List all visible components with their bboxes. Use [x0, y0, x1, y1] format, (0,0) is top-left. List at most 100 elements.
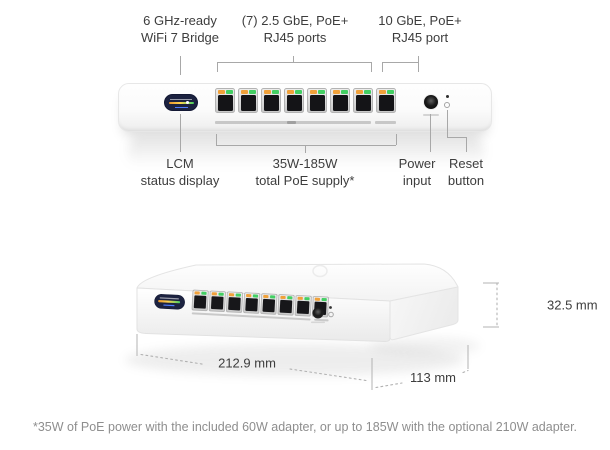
port-opening — [193, 295, 207, 309]
rj45-port — [215, 88, 235, 113]
lcm-gradient-bar — [169, 101, 194, 104]
port-led-right — [321, 297, 327, 302]
reset-button-hole — [328, 311, 334, 318]
label-poe-supply: 35W-185W total PoE supply* — [225, 155, 385, 189]
ubiquiti-logo-icon — [312, 264, 328, 278]
bracket-tick — [217, 62, 218, 72]
lcm-marker — [186, 101, 189, 104]
rj45-port — [284, 88, 304, 113]
label-reset-button: Reset button — [436, 155, 496, 189]
lcm-status-display-3d — [154, 294, 185, 310]
port-led-right — [363, 90, 371, 94]
leader-line — [418, 56, 419, 72]
leader-line — [447, 110, 448, 137]
rj45-port — [330, 88, 350, 113]
port-opening — [263, 94, 279, 111]
port-led-right — [340, 90, 348, 94]
lcm-text-row — [159, 297, 179, 300]
power-jack — [424, 95, 438, 109]
port-led-left — [246, 294, 252, 298]
port-led-right — [248, 90, 256, 94]
port-led-right — [225, 90, 233, 94]
port-led-left — [263, 294, 269, 299]
leader-line — [447, 137, 466, 138]
label-line: Power — [398, 156, 436, 171]
rj45-port — [376, 88, 396, 113]
port-led-right — [287, 296, 293, 300]
port-led-left — [280, 295, 286, 300]
port-opening — [378, 94, 394, 111]
port-10g-underline — [375, 121, 396, 124]
bracket-tick — [371, 62, 372, 72]
dim-depth-line — [462, 369, 469, 374]
label-line: 6 GHz-ready — [143, 13, 217, 28]
lcm-text-row — [175, 106, 188, 108]
power-jack-3d — [312, 307, 324, 319]
label-line: (7) 2.5 GbE, PoE+ — [241, 13, 349, 28]
label-line: RJ45 port — [391, 30, 449, 45]
port-led-right — [201, 291, 207, 295]
label-power-input: Power input — [387, 155, 447, 189]
device-reflection — [125, 344, 465, 376]
port-led-left — [286, 90, 294, 94]
label-line: button — [447, 173, 485, 188]
port-opening — [240, 94, 256, 111]
reset-led-dot — [329, 306, 332, 309]
label-line: Reset — [449, 156, 483, 171]
front-reflection — [128, 137, 484, 167]
leader-line — [430, 114, 431, 152]
bracket-line — [216, 145, 396, 146]
dim-depth-label: 113 mm — [410, 370, 456, 385]
dim-depth-line — [375, 382, 403, 389]
port-opening — [245, 298, 258, 312]
port-led-right — [304, 297, 310, 301]
label-line: 35W-185W — [272, 156, 338, 171]
label-line: total PoE supply* — [255, 173, 355, 188]
bracket-tick — [216, 134, 217, 145]
rj45-port — [307, 88, 327, 113]
port-opening — [217, 94, 233, 111]
port-led-right — [386, 90, 394, 94]
device-reflection — [370, 337, 480, 355]
bracket-tick — [396, 134, 397, 145]
power-jack-label-smudge — [311, 321, 325, 324]
port-led-left — [355, 90, 363, 94]
port-led-left — [263, 90, 271, 94]
power-jack-label-smudge — [423, 114, 439, 116]
lcm-text-row — [170, 98, 192, 100]
dim-height-label: 32.5 mm — [547, 298, 598, 313]
lcm-text-row — [163, 304, 175, 307]
label-line: 10 GbE, PoE+ — [378, 13, 462, 28]
label-line: input — [402, 173, 432, 188]
port-opening — [286, 94, 302, 111]
port-group-underline — [191, 312, 311, 321]
port-10g-underline — [314, 318, 329, 322]
lcm-status-display — [164, 94, 198, 111]
port-led-right — [317, 90, 325, 94]
port-led-left — [378, 90, 386, 94]
port-led-left — [297, 296, 303, 300]
leader-line — [180, 56, 181, 75]
port-opening — [228, 297, 241, 311]
label-line: LCM — [166, 156, 194, 171]
port-opening — [279, 299, 293, 314]
figure-footnote: *35W of PoE power with the included 60W … — [32, 420, 578, 434]
label-10gbe-port: 10 GbE, PoE+ RJ45 port — [345, 12, 495, 46]
rj45-port — [238, 88, 258, 113]
port-opening — [262, 298, 276, 313]
bracket-line — [382, 62, 418, 63]
bracket-tick — [382, 62, 383, 72]
port-led-right — [270, 295, 276, 299]
port-led-right — [271, 90, 279, 94]
label-25gbe-ports: (7) 2.5 GbE, PoE+ RJ45 ports — [215, 12, 375, 46]
port-opening — [296, 300, 310, 315]
label-line: RJ45 ports — [263, 30, 327, 45]
bracket-line — [217, 62, 372, 63]
port-opening — [355, 94, 371, 111]
port-led-left — [332, 90, 340, 94]
leader-line — [293, 56, 294, 62]
port-opening — [210, 296, 224, 310]
reset-led-dot — [446, 95, 449, 98]
leader-line — [180, 114, 181, 152]
